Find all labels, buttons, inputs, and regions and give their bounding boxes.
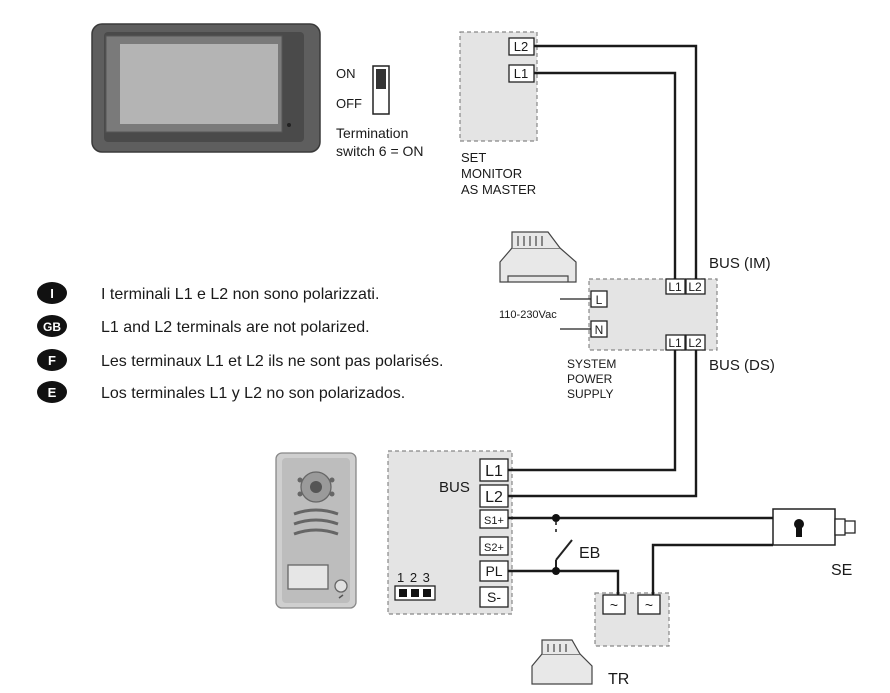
call-button-icon [334,579,348,593]
language-badge-it [37,282,67,304]
switch-off-label: OFF [336,96,362,111]
transformer-terminal-2-label: ~ [645,597,653,613]
door-terminal-l1-label: L1 [485,463,503,480]
transformer-terminal-2 [637,594,661,615]
ps-terminal-l-label: L [596,293,603,307]
wiring [508,44,773,595]
ps-top-l1-label: L1 [668,280,682,294]
power-supply-icon [499,231,577,283]
note-row-it: I I terminali L1 e L2 non sono polarizza… [37,282,379,304]
exit-button-label: EB [579,545,600,562]
switch-on-label: ON [336,66,356,81]
ps-bottom-l2-label: L2 [688,336,702,350]
name-tag [287,564,329,590]
language-badge-it-label: I [50,286,54,301]
transformer-terminal-1 [602,594,626,615]
monitor-caption-1: SET [461,150,486,165]
note-row-gb: GB L1 and L2 terminals are not polarized… [37,315,370,337]
language-badge-fr [37,349,67,371]
note-text-gb: L1 and L2 terminals are not polarized. [101,319,370,336]
speaker-grille-icon [293,508,339,516]
bus-ds-label: BUS (DS) [709,357,775,374]
monitor-caption-3: AS MASTER [461,182,536,197]
door-terminal-s2-label: S2+ [484,542,504,554]
wire-transformer-lock [651,543,773,595]
language-badge-gb-label: GB [43,320,61,334]
wire-door-l2 [508,350,698,498]
bus-im-label: BUS (IM) [709,255,771,272]
transformer-label: TR [608,671,629,688]
termination-caption: Termination [336,125,408,141]
wire-door-l1 [508,350,677,472]
ps-caption-2: POWER [567,372,613,386]
ps-terminal-n-label: N [595,323,604,337]
ps-caption-3: SUPPLY [567,387,613,401]
dip-switch-numbers: 1 2 3 [397,570,431,585]
termination-caption-2: switch 6 = ON [336,143,424,159]
door-terminal-l2-label: L2 [485,489,503,506]
termination-switch [372,65,390,115]
ps-voltage-label: 110-230Vac [499,309,557,321]
door-terminal-s2 [479,536,509,556]
door-terminal-s1-label: S1+ [484,515,504,527]
language-badge-fr-label: F [48,353,56,368]
dip-switch [394,585,436,601]
language-badge-es [37,381,67,403]
note-text-fr: Les terminaux L1 et L2 ils ne sont pas p… [101,353,443,370]
ps-caption-1: SYSTEM [567,357,616,371]
lock-label: SE [831,562,852,579]
wire-pl-transformer [508,569,620,595]
note-text-it: I terminali L1 e L2 non sono polarizzati… [101,286,379,303]
ps-bottom-l1-label: L1 [668,336,682,350]
note-text-es: Los terminales L1 y L2 no son polarizado… [101,385,405,402]
wire-monitor-l2 [534,44,698,279]
language-badge-es-label: E [48,385,57,400]
monitor-caption-2: MONITOR [461,166,522,181]
wire-monitor-l1 [534,71,677,279]
note-row-es: E Los terminales L1 y L2 no son polariza… [37,381,405,403]
door-terminal-s-minus [479,586,509,608]
monitor-terminal-l1-label: L1 [514,66,528,81]
monitor-screen [120,44,278,124]
door-terminal-s-minus-label: S- [487,589,501,605]
monitor-terminal-l2-label: L2 [514,39,528,54]
note-row-fr: F Les terminaux L1 et L2 ils ne sont pas… [37,349,443,371]
transformer-icon [531,639,593,685]
transformer-terminal-1-label: ~ [610,597,618,613]
door-bus-label: BUS [439,479,470,496]
language-badge-gb [37,315,67,337]
door-panel-device [275,452,357,609]
door-terminal-pl-label: PL [485,563,502,579]
electric-lock [772,508,856,546]
ps-top-l2-label: L2 [688,280,702,294]
monitor-device [91,23,321,153]
exit-button-switch [555,539,573,561]
